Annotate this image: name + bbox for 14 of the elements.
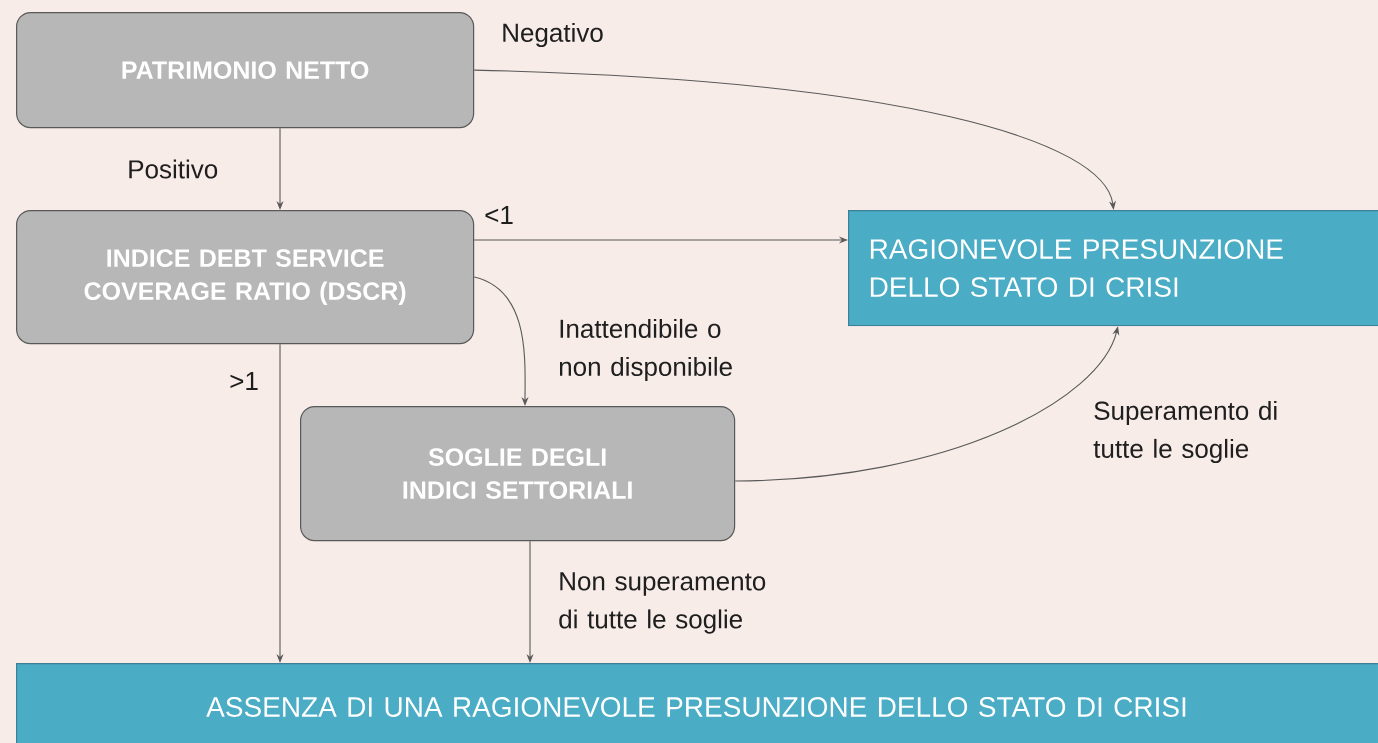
decision-box: INDICE DEBT SERVICE COVERAGE RATIO (DSCR) — [16, 210, 475, 345]
arrow — [473, 276, 529, 406]
edge-label: Negativo — [503, 22, 603, 48]
edge-label: <1 — [485, 206, 513, 224]
edge-label: Positivo — [129, 159, 218, 179]
edge-label: >1 — [230, 372, 258, 390]
outcome-box: ASSENZA DI UNA RAGIONEVOLE PRESUNZIONE DELLO STATO DI CRISI — [16, 663, 1378, 743]
outcome-box: RAGIONEVOLE PRESUNZIONE DELLO STATO DI CRISI — [848, 210, 1378, 327]
edge-label: Superamento di tutte le soglie — [1093, 400, 1277, 464]
decision-box: PATRIMONIO NETTO — [16, 12, 475, 129]
decision-box: SOGLIE DEGLI INDICI SETTORIALI — [300, 406, 736, 542]
edge-label: Non superamento di tutte le soglie — [559, 572, 766, 634]
arrow — [473, 69, 1117, 210]
edge-label: Inattendibile o non disponibile — [559, 318, 732, 382]
